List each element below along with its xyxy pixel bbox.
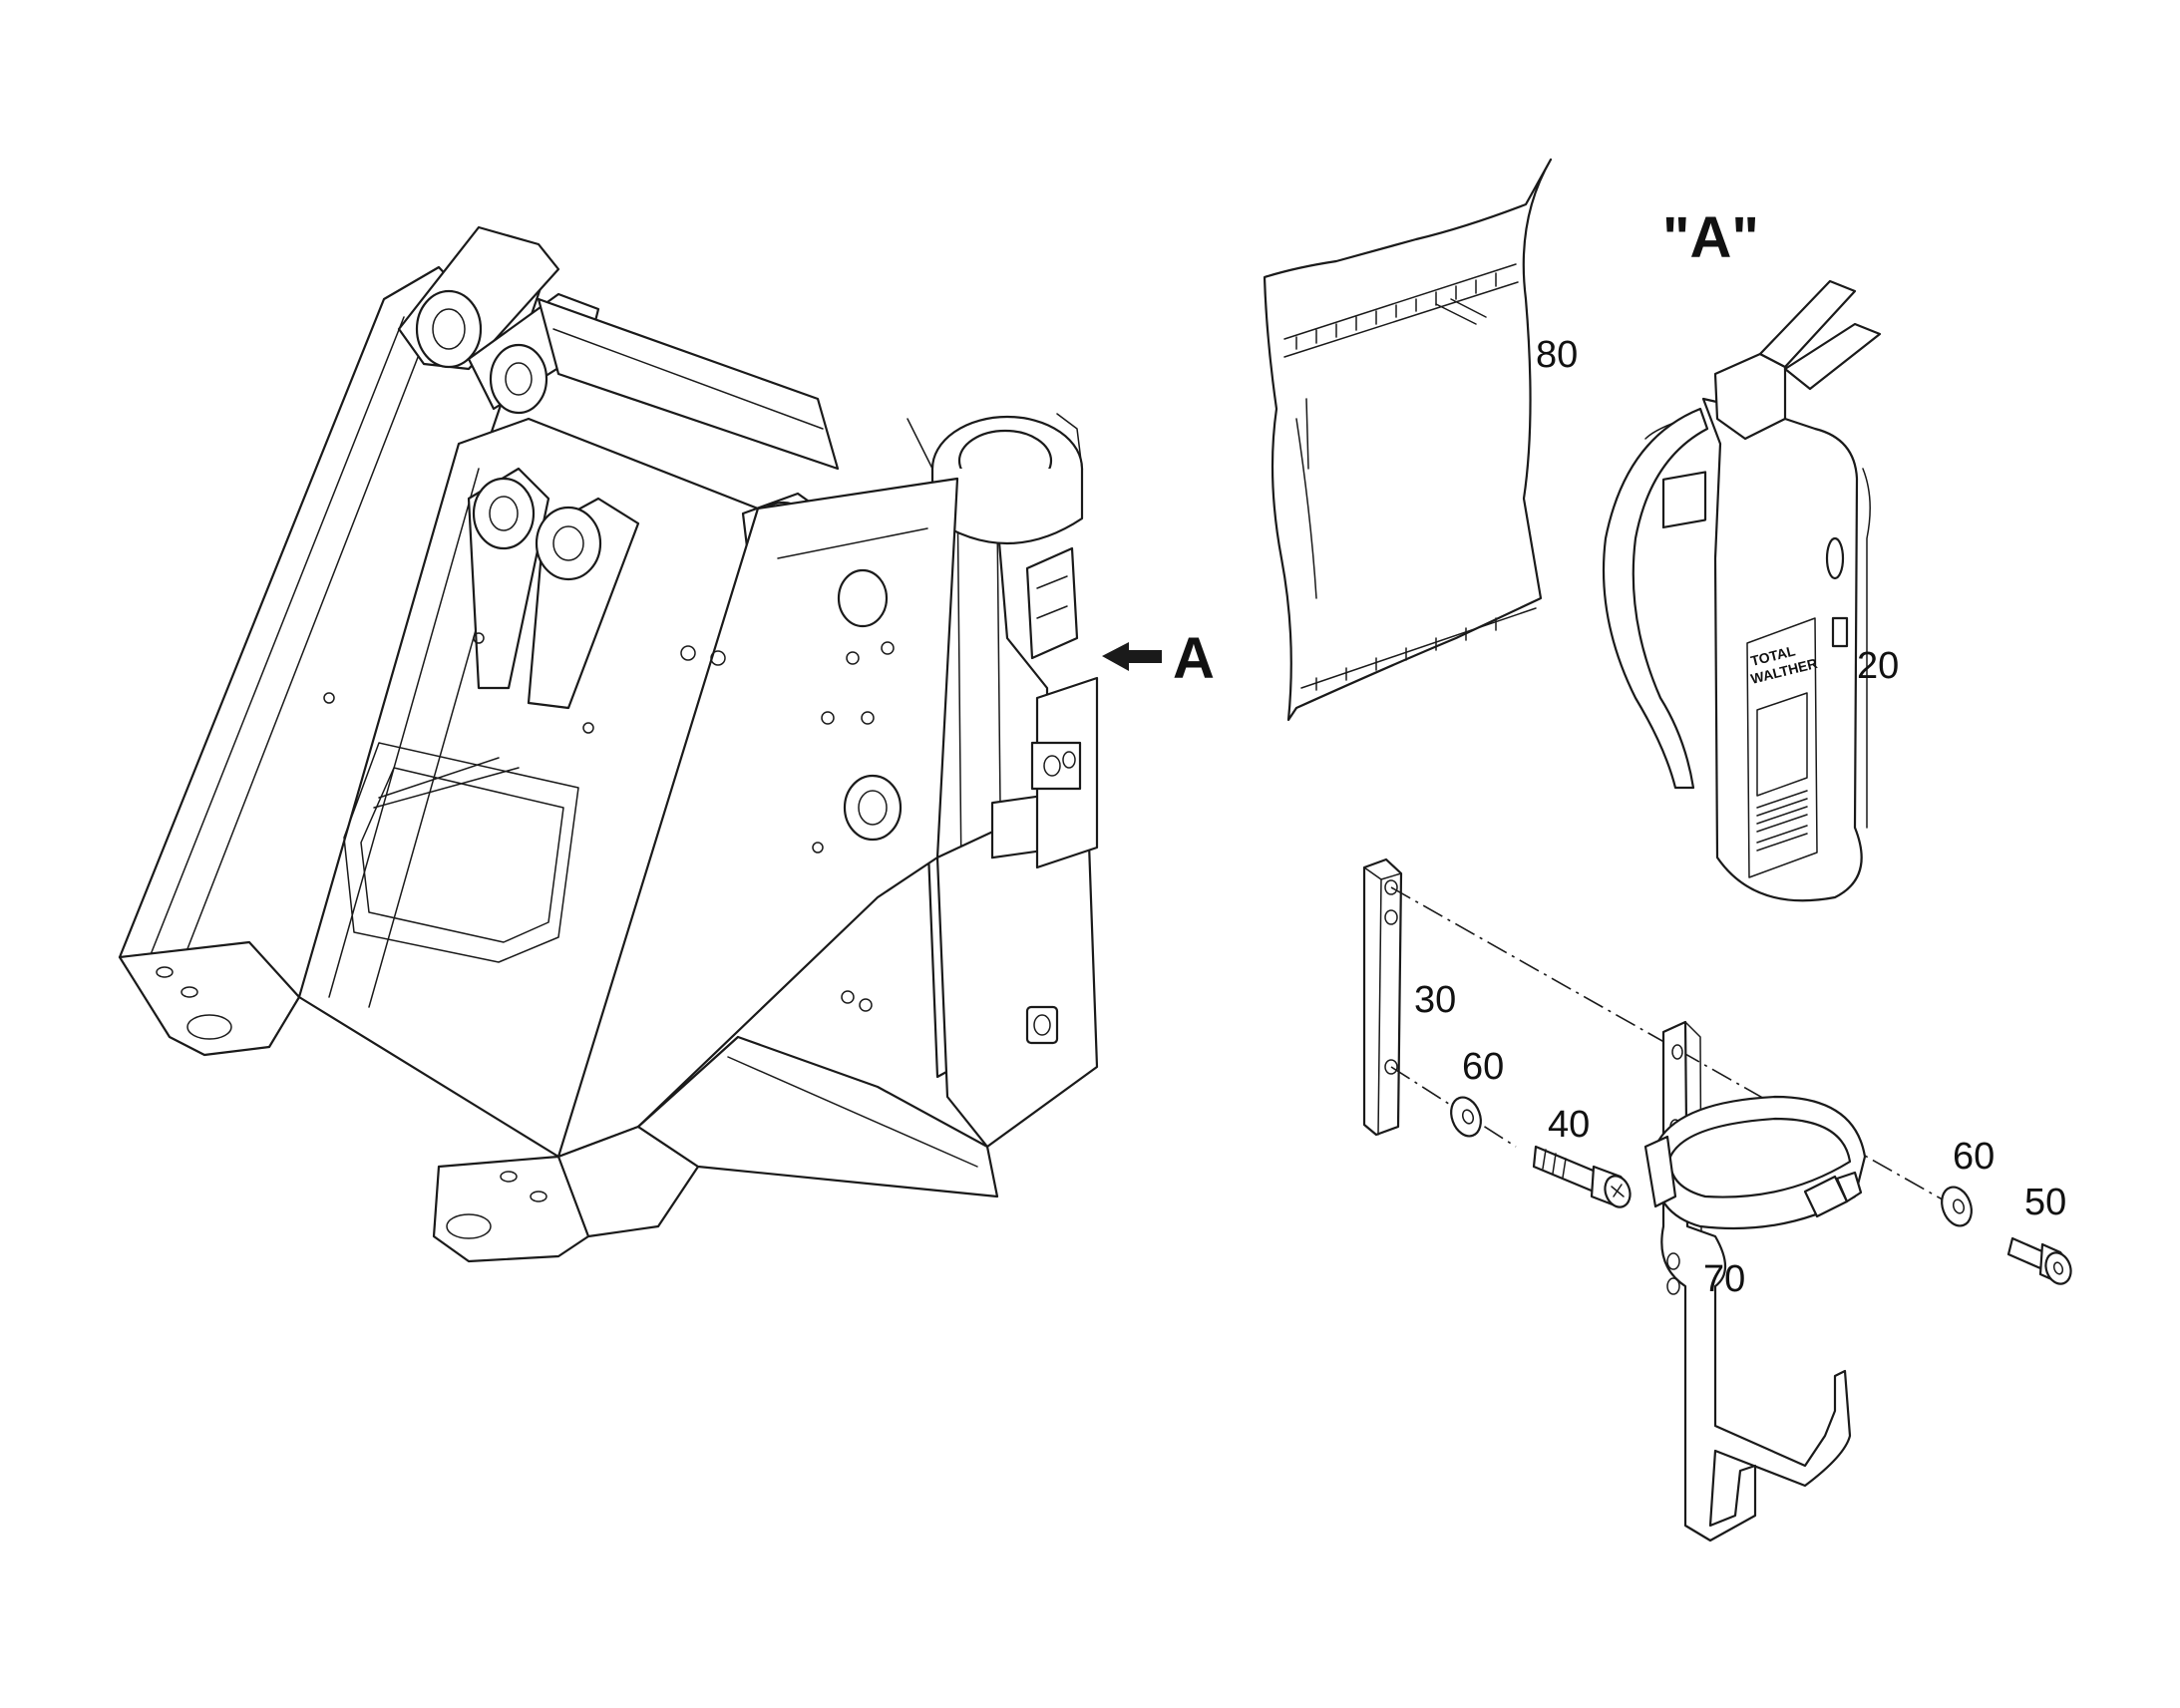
screw-right	[2006, 1236, 2072, 1285]
callout-20: 20	[1857, 645, 1899, 687]
callout-60-left: 60	[1462, 1046, 1504, 1088]
callout-50: 50	[2024, 1182, 2066, 1223]
washer-left	[1450, 1096, 1482, 1138]
callout-80: 80	[1536, 334, 1578, 376]
arrow-left-icon	[1102, 642, 1162, 671]
loader-frame	[118, 225, 1099, 1263]
detail-view-title: "A"	[1662, 205, 1759, 270]
callout-60-right: 60	[1953, 1136, 1995, 1178]
screw-left	[1532, 1145, 1632, 1208]
callout-40: 40	[1548, 1104, 1590, 1146]
fire-extinguisher: TOTAL WALTHER	[1602, 279, 1882, 902]
washer-right	[1941, 1186, 1973, 1227]
document-bag	[1263, 158, 1553, 722]
callout-30: 30	[1414, 979, 1456, 1021]
mounting-plate	[1362, 857, 1403, 1137]
view-arrow-a: A	[1102, 626, 1215, 691]
extinguisher-bracket	[1643, 1020, 1867, 1542]
view-arrow-label: A	[1173, 626, 1215, 691]
callout-70: 70	[1703, 1258, 1745, 1300]
